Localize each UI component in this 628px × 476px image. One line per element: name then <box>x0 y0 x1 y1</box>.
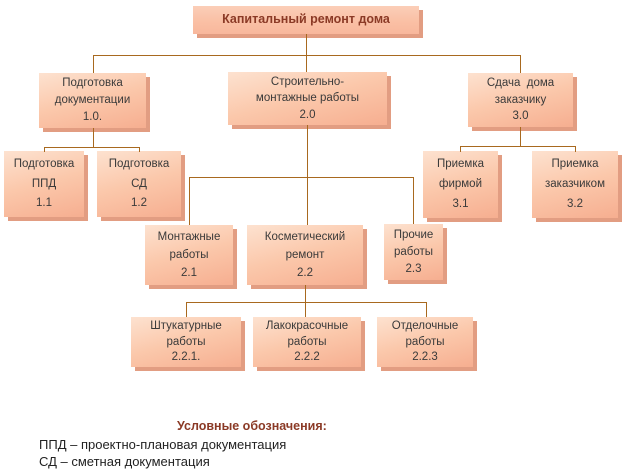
connector-line <box>93 128 94 147</box>
legend-item: СД – сметная документация <box>39 454 210 469</box>
connector-line <box>306 55 307 72</box>
connector-line <box>520 127 521 146</box>
node-1-1: Подготовка ППД 1.1 <box>4 151 84 217</box>
node-code: 2.0 <box>299 108 316 121</box>
node-2-2-2: Лакокрасочные работы 2.2.2 <box>253 317 361 367</box>
node-2-2: Косметический ремонт 2.2 <box>247 225 363 285</box>
node-code: 1.1 <box>36 197 52 210</box>
node-2-1: Монтажные работы 2.1 <box>145 225 233 285</box>
connector-line <box>307 177 308 225</box>
node-label: Лакокрасочные <box>265 320 349 333</box>
node-2-2-1: Штукатурные работы 2.2.1. <box>131 317 241 367</box>
node-label: Отделочные <box>391 320 459 333</box>
node-label: Прочие <box>393 228 434 241</box>
node-label: Монтажные <box>157 230 221 243</box>
node-code: 3.2 <box>567 198 583 211</box>
connector-line <box>44 147 139 148</box>
node-label: Подготовка <box>108 158 170 171</box>
node-label: Сдача дома <box>486 77 555 90</box>
connector-line <box>460 146 575 147</box>
node-label: работы <box>169 248 209 261</box>
node-code: 3.0 <box>512 110 529 123</box>
node-code: 1.2 <box>131 197 147 210</box>
node-3-2: Приемка заказчиком 3.2 <box>532 151 618 218</box>
node-2-3: Прочие работы 2.3 <box>384 224 443 280</box>
node-label: заказчиком <box>545 178 605 191</box>
node-label: Капитальный ремонт дома <box>222 12 390 27</box>
connector-line <box>413 177 414 224</box>
connector-line <box>93 55 521 56</box>
node-label: ремонт <box>285 248 325 261</box>
node-label: Приемка <box>436 158 485 171</box>
node-code: 2.1 <box>181 266 197 279</box>
connector-line <box>305 302 306 317</box>
connector-line <box>186 302 426 303</box>
node-code: 2.2.3 <box>412 351 438 364</box>
node-code: 2.2.1. <box>171 351 201 364</box>
node-label: документации <box>54 94 131 107</box>
node-label: ППД <box>31 177 57 190</box>
node-3-1: Приемка фирмой 3.1 <box>423 151 498 218</box>
connector-line <box>139 147 140 152</box>
node-label: Строительно- <box>270 75 345 88</box>
node-label: Подготовка <box>62 77 123 90</box>
node-2-0: Строительно- монтажные работы 2.0 <box>228 72 387 125</box>
connector-line <box>575 146 576 152</box>
connector-line <box>189 177 190 225</box>
node-1-2: Подготовка СД 1.2 <box>97 151 181 217</box>
node-code: 1.0. <box>82 111 103 124</box>
connector-line <box>186 302 187 317</box>
node-label: работы <box>287 335 327 348</box>
node-label: работы <box>166 335 206 348</box>
node-code: 2.2.2 <box>294 351 320 364</box>
node-code: 2.3 <box>405 262 422 275</box>
connector-line <box>460 146 461 152</box>
connector-line <box>306 34 307 55</box>
node-label: Штукатурные <box>150 320 222 333</box>
node-label: заказчику <box>494 93 547 106</box>
node-label: работы <box>393 245 434 258</box>
node-code: 2.2 <box>297 266 313 279</box>
node-root: Капитальный ремонт дома <box>193 6 419 34</box>
node-2-2-3: Отделочные работы 2.2.3 <box>377 317 473 367</box>
connector-line <box>520 55 521 73</box>
connector-line <box>305 285 306 302</box>
node-1-0: Подготовка документации 1.0. <box>39 73 146 128</box>
node-label: Приемка <box>551 158 599 171</box>
connector-line <box>307 125 308 177</box>
connector-line <box>189 177 413 178</box>
node-label: фирмой <box>438 178 482 191</box>
node-label: Подготовка <box>13 158 75 171</box>
node-label: СД <box>131 177 147 190</box>
node-label: монтажные работы <box>255 92 360 105</box>
node-label: работы <box>405 335 445 348</box>
node-code: 3.1 <box>452 198 469 211</box>
legend-item: ППД – проектно-плановая документация <box>39 437 287 452</box>
node-label: Косметический <box>264 230 346 243</box>
connector-line <box>44 147 45 152</box>
legend-heading: Условные обозначения: <box>177 419 327 433</box>
connector-line <box>93 55 94 73</box>
node-3-0: Сдача дома заказчику 3.0 <box>468 73 573 127</box>
connector-line <box>426 302 427 317</box>
